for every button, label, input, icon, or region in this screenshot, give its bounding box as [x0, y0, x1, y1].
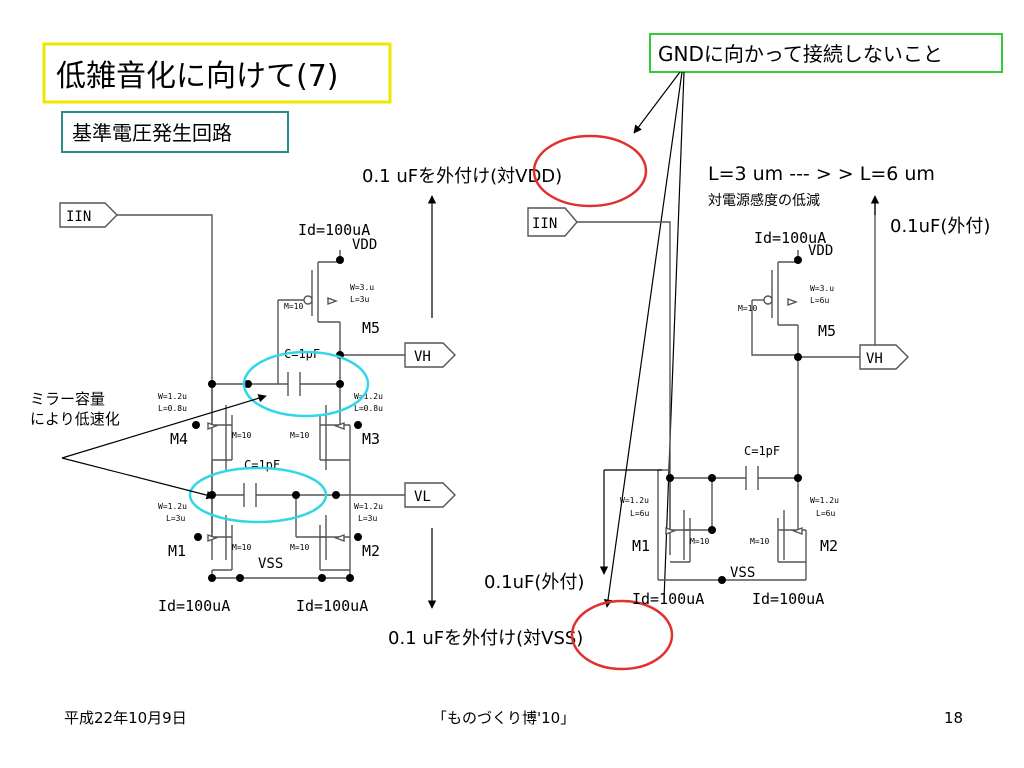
left-m4-w: W=1.2u	[158, 392, 187, 401]
right-m2-l: L=6u	[816, 509, 835, 518]
right-cap: C=1pF	[744, 444, 780, 458]
title-box	[42, 42, 392, 104]
left-junctions	[192, 256, 362, 582]
left-m1-label: M1	[168, 542, 186, 560]
right-pin-iin-label: IIN	[532, 216, 557, 232]
right-circuit	[527, 200, 909, 581]
gnd-callout-arrow-1	[633, 71, 681, 134]
miller-cap-highlight-bottom	[188, 466, 328, 524]
right-l-change: L=3 um --- > > L=6 um	[708, 163, 935, 185]
left-m3-l: L=0.8u	[354, 404, 383, 413]
left-m5-w: W=3.u	[350, 283, 374, 292]
right-pin-iin	[527, 207, 578, 237]
left-pin-iin	[59, 202, 118, 228]
miller-note-line2: により低速化	[30, 410, 120, 428]
right-vdd-label: VDD	[808, 243, 833, 259]
right-ext-top: 0.1uF(外付)	[890, 216, 990, 237]
slide-title: 低雑音化に向けて(7)	[56, 59, 339, 94]
right-pin-vh	[859, 344, 909, 370]
right-m5-l: L=6u	[810, 296, 829, 305]
vdd-highlight	[532, 134, 648, 208]
left-pin-vl-label: VL	[414, 489, 431, 505]
gnd-callout-box	[649, 33, 1003, 73]
left-m4-m: M=10	[232, 431, 251, 440]
left-m2-l: L=3u	[358, 514, 377, 523]
left-pin-iin-label: IIN	[66, 209, 91, 225]
left-cap-top: C=1pF	[284, 347, 320, 361]
left-m5-label: M5	[362, 319, 380, 337]
left-m1-w: W=1.2u	[158, 502, 187, 511]
left-vss-note: 0.1 uFを外付け(対VSS)	[388, 628, 583, 649]
right-m1-m: M=10	[690, 537, 709, 546]
left-m1-m: M=10	[232, 543, 251, 552]
right-m2-m: M=10	[750, 537, 769, 546]
right-m5-m: M=10	[738, 304, 757, 313]
right-id-top: Id=100uA	[754, 229, 826, 247]
left-m4-label: M4	[170, 430, 188, 448]
subtitle-box	[61, 111, 289, 153]
right-m1-l: L=6u	[630, 509, 649, 518]
left-vdd-label: VDD	[352, 237, 377, 253]
right-id-br: Id=100uA	[752, 590, 824, 608]
right-vss-label: VSS	[730, 565, 755, 581]
right-m5-w: W=3.u	[810, 284, 834, 293]
left-m3-m: M=10	[290, 431, 309, 440]
right-pin-vh-label: VH	[866, 351, 883, 367]
slide-subtitle: 基準電圧発生回路	[72, 121, 232, 145]
miller-note-line1: ミラー容量	[30, 390, 105, 408]
miller-pointer-top	[61, 394, 267, 459]
left-m2-m: M=10	[290, 543, 309, 552]
miller-cap-highlight-top	[242, 350, 370, 418]
left-m3-w: W=1.2u	[354, 392, 383, 401]
footer-date: 平成22年10月9日	[64, 709, 187, 727]
right-sensitivity: 対電源感度の低減	[708, 192, 820, 209]
footer-event: 「ものづくり博'10」	[432, 709, 575, 727]
left-pin-vh	[404, 342, 456, 368]
right-m2-w: W=1.2u	[810, 496, 839, 505]
left-m2-label: M2	[362, 542, 380, 560]
gnd-callout-arrow-3	[663, 71, 685, 601]
right-m5-label: M5	[818, 322, 836, 340]
left-m3-label: M3	[362, 430, 380, 448]
miller-pointer-bottom	[61, 457, 215, 500]
right-m2-label: M2	[820, 537, 838, 555]
left-id-bl: Id=100uA	[158, 597, 230, 615]
left-id-br: Id=100uA	[296, 597, 368, 615]
left-m2-w: W=1.2u	[354, 502, 383, 511]
gnd-callout-text: GNDに向かって接続しないこと	[658, 42, 943, 66]
left-circuit	[59, 202, 456, 579]
right-junctions	[666, 256, 802, 584]
left-vss-label: VSS	[258, 556, 283, 572]
vss-highlight	[570, 599, 674, 671]
gnd-callout-arrow-2	[603, 71, 683, 608]
right-m1-label: M1	[632, 537, 650, 555]
right-id-bl: Id=100uA	[632, 590, 704, 608]
right-ext-bottom: 0.1uF(外付)	[484, 572, 584, 593]
left-pin-vh-label: VH	[414, 349, 431, 365]
left-m5-l: L=3u	[350, 295, 369, 304]
left-m1-l: L=3u	[166, 514, 185, 523]
left-pin-vl	[404, 482, 456, 508]
left-vdd-note: 0.1 uFを外付け(対VDD)	[362, 166, 562, 187]
left-m5-m: M=10	[284, 302, 303, 311]
page-number: 18	[944, 709, 963, 727]
left-id-top: Id=100uA	[298, 221, 370, 239]
right-m1-w: W=1.2u	[620, 496, 649, 505]
left-m4-l: L=0.8u	[158, 404, 187, 413]
